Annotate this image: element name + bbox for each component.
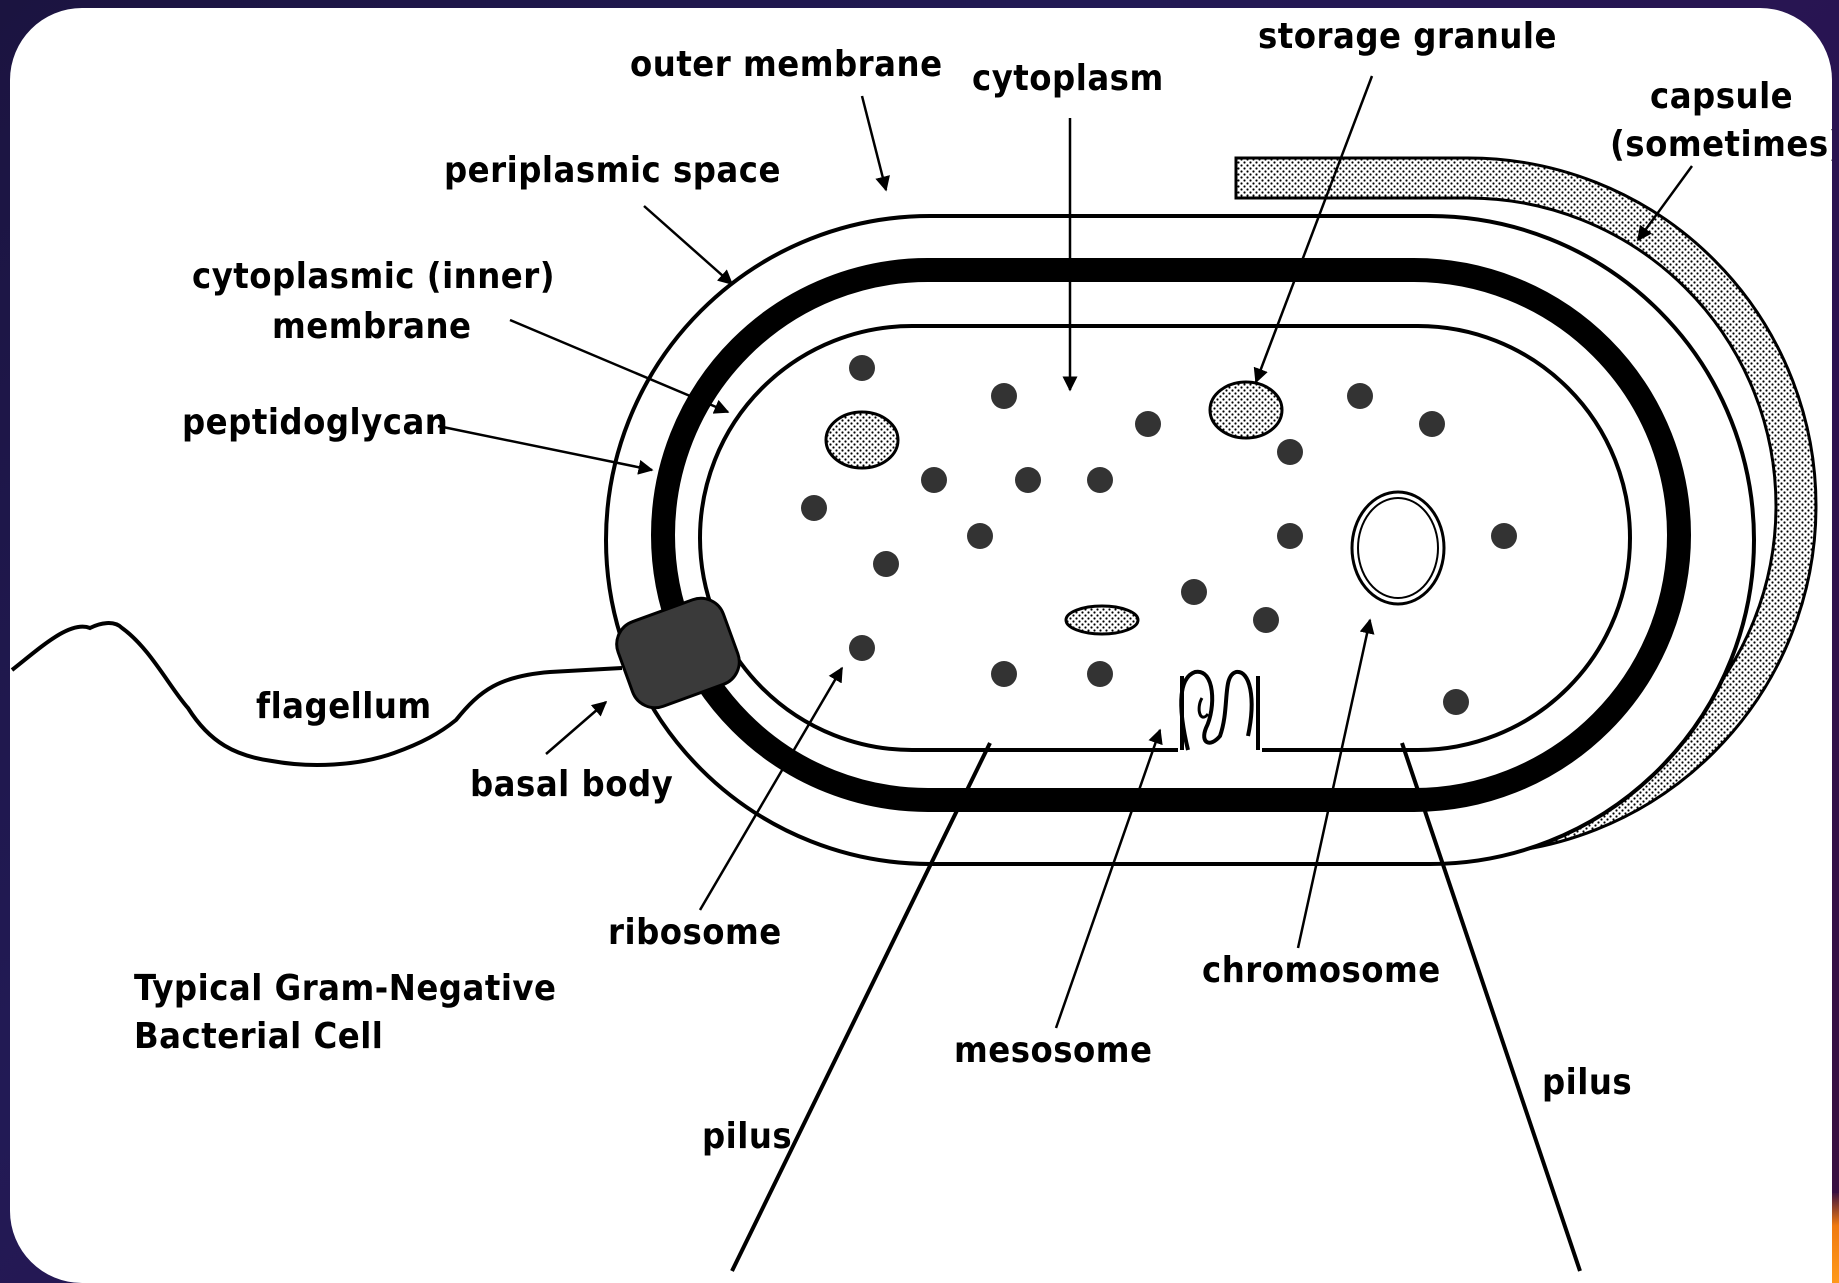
storage-granule: [826, 412, 898, 468]
ribosome: [1253, 607, 1279, 633]
label-ribosome: ribosome: [608, 912, 782, 953]
label-basal-body: basal body: [470, 764, 673, 805]
ribosome: [1181, 579, 1207, 605]
label-periplasmic-space: periplasmic space: [444, 150, 781, 191]
ribosome: [1087, 661, 1113, 687]
label-capsule-line2: (sometimes): [1610, 124, 1832, 165]
ribosome: [849, 635, 875, 661]
storage-granule: [1066, 606, 1138, 634]
inner-membrane: [700, 326, 1630, 750]
ribosome: [991, 661, 1017, 687]
ribosome: [921, 467, 947, 493]
label-pilus-right: pilus: [1542, 1062, 1632, 1103]
ribosome: [873, 551, 899, 577]
ribosome: [991, 383, 1017, 409]
label-cytoplasm: cytoplasm: [972, 58, 1164, 99]
label-pilus-left: pilus: [702, 1116, 792, 1157]
ribosome: [1443, 689, 1469, 715]
storage-granule: [1210, 382, 1282, 438]
diagram-title-line2: Bacterial Cell: [134, 1016, 383, 1057]
ribosome: [1419, 411, 1445, 437]
label-cytoplasmic-membrane-line2: membrane: [272, 306, 472, 347]
bacterial-cell-diagram: outer membrane cytoplasm storage granule…: [10, 8, 1832, 1283]
ribosome: [1087, 467, 1113, 493]
label-capsule-line1: capsule: [1650, 76, 1793, 117]
ribosome: [801, 495, 827, 521]
diagram-title-line1: Typical Gram-Negative: [134, 968, 557, 1009]
basal-body-leader: [546, 702, 606, 754]
ribosome: [1015, 467, 1041, 493]
ribosome: [1277, 439, 1303, 465]
diagram-panel: outer membrane cytoplasm storage granule…: [10, 8, 1832, 1283]
label-peptidoglycan: peptidoglycan: [182, 402, 448, 443]
ribosome: [1135, 411, 1161, 437]
ribosome: [1347, 383, 1373, 409]
periplasmic-space-leader: [644, 206, 732, 284]
outer-membrane-leader: [862, 96, 886, 190]
ribosome: [1277, 523, 1303, 549]
ribosome: [849, 355, 875, 381]
label-chromosome: chromosome: [1202, 950, 1441, 991]
label-mesosome: mesosome: [954, 1030, 1153, 1071]
ribosome: [967, 523, 993, 549]
label-flagellum: flagellum: [256, 686, 432, 727]
label-storage-granule: storage granule: [1258, 16, 1557, 57]
ribosome: [1491, 523, 1517, 549]
label-cytoplasmic-membrane-line1: cytoplasmic (inner): [192, 256, 555, 297]
label-outer-membrane: outer membrane: [630, 44, 943, 85]
